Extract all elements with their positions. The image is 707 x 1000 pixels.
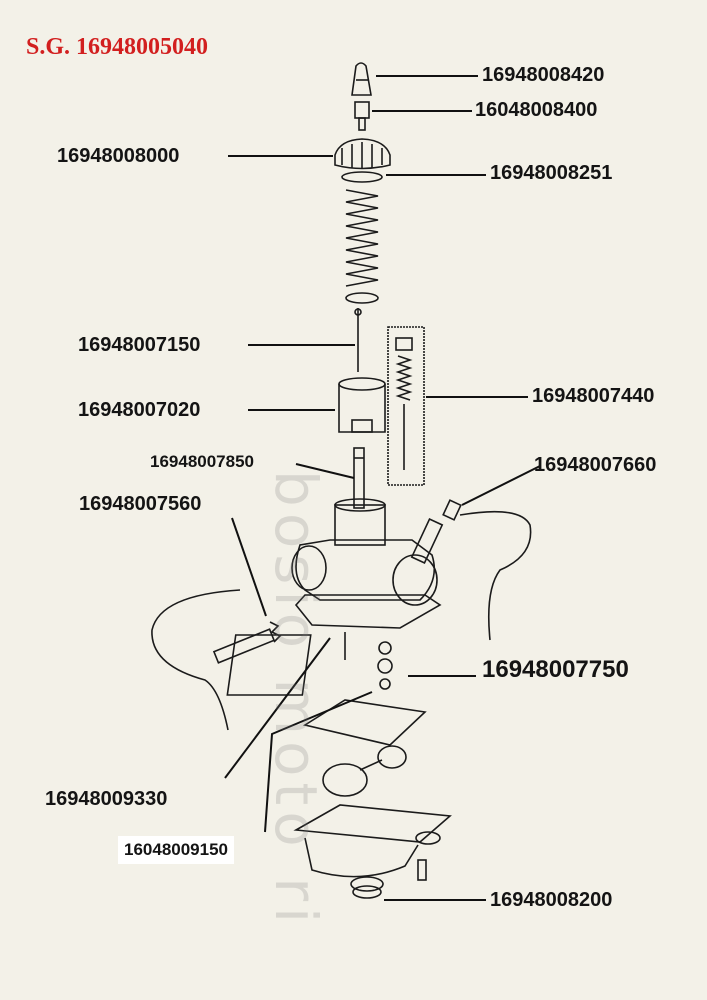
part-number-p11: 16948007750 bbox=[482, 656, 629, 683]
adjuster-screw bbox=[354, 101, 370, 131]
float-bowl bbox=[293, 804, 452, 878]
part-number-p4: 16948008251 bbox=[490, 162, 613, 184]
throttle-slide bbox=[338, 377, 386, 433]
part-number-p12: 16948009330 bbox=[45, 788, 168, 810]
part-number-p10: 16948007560 bbox=[79, 493, 202, 515]
fuel-hose-right bbox=[459, 510, 532, 641]
part-number-p2: 16048008400 bbox=[475, 99, 598, 121]
choke-plunger bbox=[410, 499, 462, 565]
fuel-hose-left bbox=[151, 589, 241, 731]
throttle-spring bbox=[345, 189, 379, 287]
watermark: bosio moto ri bbox=[262, 470, 330, 930]
top-cap bbox=[334, 138, 391, 170]
part-number-p13: 16048009150 bbox=[118, 836, 235, 864]
air-screw-inset bbox=[387, 326, 425, 486]
drain-plug bbox=[350, 831, 441, 899]
part-number-p8: 16948007850 bbox=[150, 452, 255, 471]
part-number-p5: 16948007150 bbox=[78, 334, 201, 356]
cable-adjuster-cap bbox=[351, 62, 372, 96]
part-number-p7: 16948007440 bbox=[532, 385, 655, 407]
diagram-title: S.G. 16948005040 bbox=[26, 34, 209, 60]
needle-clip bbox=[345, 292, 379, 304]
part-number-p1: 16948008420 bbox=[482, 64, 605, 86]
jet-needle bbox=[354, 308, 362, 372]
part-number-p6: 16948007020 bbox=[78, 399, 201, 421]
float bbox=[322, 745, 407, 797]
leader-p13 bbox=[264, 691, 373, 833]
leader-p12 bbox=[224, 637, 331, 779]
leader-p8 bbox=[295, 463, 355, 479]
leader-p10 bbox=[231, 517, 267, 617]
cap-gasket bbox=[341, 171, 383, 183]
carburetor-body bbox=[291, 498, 442, 629]
main-jet-holder bbox=[226, 632, 393, 696]
part-number-p9: 16948007660 bbox=[534, 454, 657, 476]
leader-p9 bbox=[461, 465, 541, 506]
part-number-p14: 16948008200 bbox=[490, 889, 613, 911]
part-number-p3: 16948008000 bbox=[57, 145, 180, 167]
